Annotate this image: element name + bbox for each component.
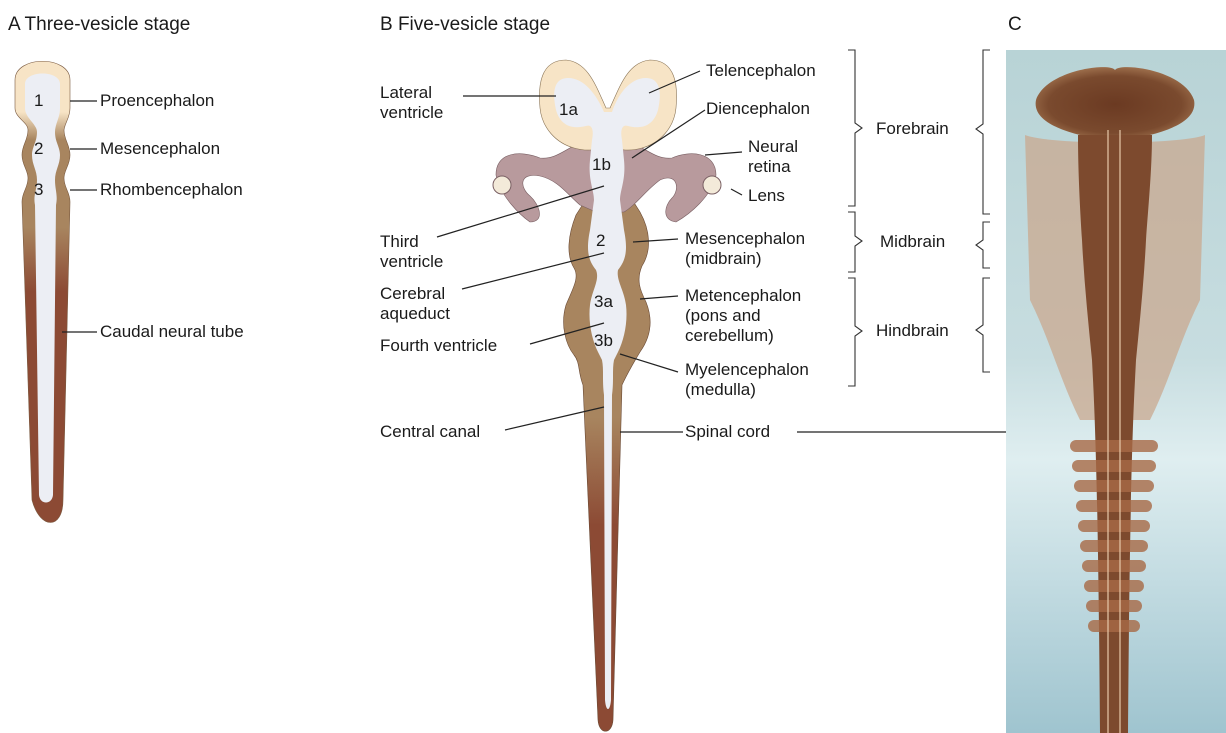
vesicle-number-1a: 1a [559,100,578,120]
label-cerebral-aqueduct: Cerebral aqueduct [380,284,450,324]
panel-a-tube [15,61,70,522]
label-fourth-ventricle: Fourth ventricle [380,336,497,356]
vesicle-number-3: 3 [34,180,43,200]
label-neural-retina: Neural retina [748,137,798,177]
vesicle-number-1: 1 [34,91,43,111]
label-spinal-cord: Spinal cord [685,422,770,442]
label-lens: Lens [748,186,785,206]
label-proencephalon: Proencephalon [100,91,214,111]
label-mesencephalon-a: Mesencephalon [100,139,220,159]
label-caudal-neural-tube: Caudal neural tube [100,322,244,342]
embryo-photo [1006,50,1226,733]
label-hindbrain: Hindbrain [876,321,949,341]
vesicle-number-2b: 2 [596,231,605,251]
label-mesencephalon-b: Mesencephalon (midbrain) [685,229,805,269]
label-midbrain: Midbrain [880,232,945,252]
label-third-ventricle: Third ventricle [380,232,443,272]
vesicle-number-3a: 3a [594,292,613,312]
vesicle-number-3b: 3b [594,331,613,351]
vesicle-number-2: 2 [34,139,43,159]
label-telencephalon: Telencephalon [706,61,816,81]
label-lateral-ventricle: Lateral ventricle [380,83,443,123]
vesicle-number-1b: 1b [592,155,611,175]
label-diencephalon: Diencephalon [706,99,810,119]
label-central-canal: Central canal [380,422,480,442]
label-forebrain: Forebrain [876,119,949,139]
label-myelencephalon: Myelencephalon (medulla) [685,360,809,400]
label-rhombencephalon: Rhombencephalon [100,180,243,200]
label-metencephalon: Metencephalon (pons and cerebellum) [685,286,801,346]
